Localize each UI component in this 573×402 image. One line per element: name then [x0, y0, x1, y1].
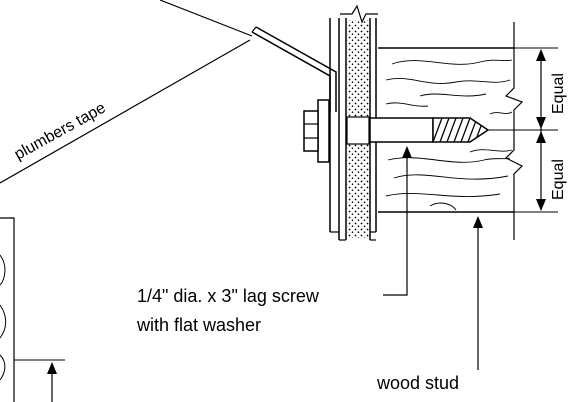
left-partial-element — [0, 217, 65, 402]
equal-lower-label: Equal — [550, 159, 567, 200]
washer-and-bolt-head — [303, 99, 330, 163]
equal-upper-label: Equal — [550, 73, 567, 114]
lag-screw-label-line2: with flat washer — [136, 315, 261, 335]
tape-leader-line — [159, 0, 253, 37]
lag-screw-label-line1: 1/4" dia. x 3" lag screw — [137, 286, 320, 306]
wall-panel-assembly — [329, 4, 378, 241]
tape-diagonal-line — [0, 39, 251, 184]
plumbers-tape-label: plumbers tape — [12, 99, 109, 163]
lag-screw-leader — [383, 146, 412, 296]
equal-dimension: Equal Equal — [514, 47, 568, 213]
wood-stud-label: wood stud — [376, 373, 459, 393]
wood-stud-leader — [473, 216, 483, 370]
